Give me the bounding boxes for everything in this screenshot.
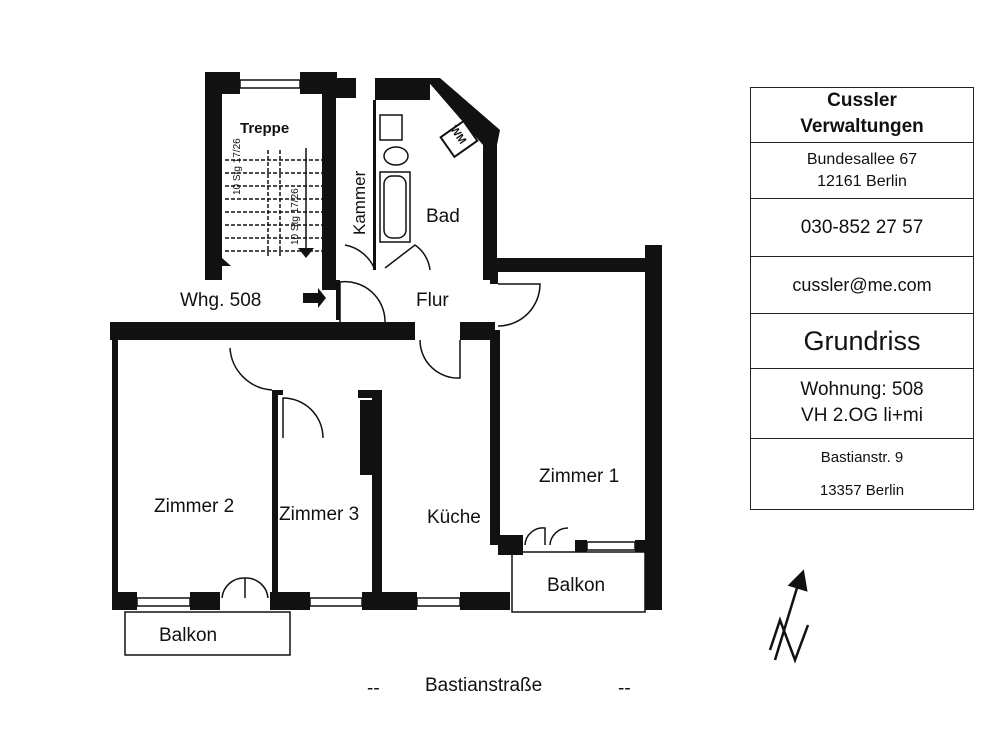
street-dash-left: -- xyxy=(367,678,380,699)
street-dash-right: -- xyxy=(618,678,631,699)
room-label-kueche: Küche xyxy=(427,507,481,528)
room-label-kammer: Kammer xyxy=(350,170,369,235)
info-box: Cussler Verwaltungen Bundesallee 67 1216… xyxy=(750,87,974,510)
stair-note-up: 10 Stg 17/26 xyxy=(232,138,243,195)
room-label-treppe: Treppe xyxy=(240,120,290,137)
room-label-flur: Flur xyxy=(416,290,449,311)
stair-down-arrow-icon xyxy=(298,248,314,258)
stair-up-arrow-icon xyxy=(213,258,231,266)
room-label-zimmer3: Zimmer 3 xyxy=(279,504,360,525)
company-name-2: Verwaltungen xyxy=(800,116,924,137)
street-name: Bastianstraße xyxy=(425,675,543,696)
room-label-zimmer2: Zimmer 2 xyxy=(154,496,235,517)
property-cell: Bastianstr. 9 13357 Berlin xyxy=(751,439,973,509)
stair-note-down: 10 Stg 17/26 xyxy=(290,188,301,245)
walls xyxy=(110,72,662,610)
property-city: 13357 Berlin xyxy=(819,482,905,499)
email[interactable]: cussler@me.com xyxy=(751,257,973,314)
address-line1: Bundesallee 67 xyxy=(806,151,918,168)
room-label-zimmer1: Zimmer 1 xyxy=(539,466,620,487)
wm-box xyxy=(439,119,479,159)
fixtures xyxy=(124,79,646,656)
company-cell: Cussler Verwaltungen xyxy=(751,88,973,143)
company-name: Cussler xyxy=(827,90,897,111)
room-label-bad: Bad xyxy=(426,206,460,227)
room-label-balkon-right: Balkon xyxy=(547,575,606,596)
unit-number: Wohnung: 508 xyxy=(800,379,924,400)
room-label-balkon-left: Balkon xyxy=(159,625,218,646)
entrance-label: Whg. 508 xyxy=(180,290,262,311)
unit-cell: Wohnung: 508 VH 2.OG li+mi xyxy=(751,369,973,439)
property-street: Bastianstr. 9 xyxy=(820,449,904,466)
unit-floor: VH 2.OG li+mi xyxy=(801,405,923,426)
north-arrow-icon xyxy=(768,569,810,664)
title: Grundriss xyxy=(751,314,973,369)
address-cell: Bundesallee 67 12161 Berlin xyxy=(751,143,973,199)
phone: 030-852 27 57 xyxy=(751,199,973,257)
address-line2: 12161 Berlin xyxy=(817,173,907,190)
entrance-arrow-icon xyxy=(303,288,326,308)
